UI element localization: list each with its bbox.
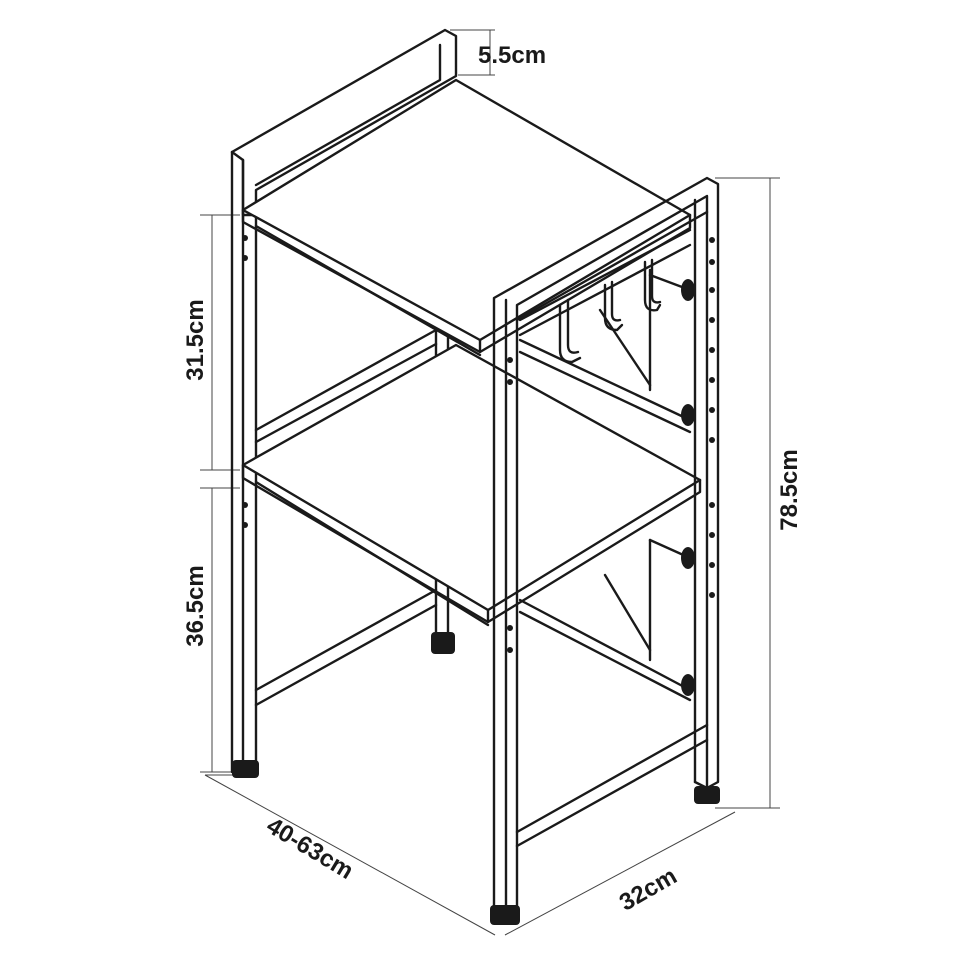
lower-shelf-gap-label: 36.5cm [182,565,209,646]
upper-shelf [241,78,692,357]
top-frame-height-label: 5.5cm [478,42,546,69]
upper-shelf-gap-label: 31.5cm [182,299,209,380]
hook-rods [518,228,695,702]
s-hooks [558,258,662,364]
feet [232,760,720,925]
left-side-rails [254,328,438,707]
width-range-label: 40-63cm [262,812,358,885]
rack-illustration [230,28,720,925]
total-height-label: 78.5cm [776,449,803,530]
screw-holes [242,235,715,653]
lower-shelf [241,343,702,627]
